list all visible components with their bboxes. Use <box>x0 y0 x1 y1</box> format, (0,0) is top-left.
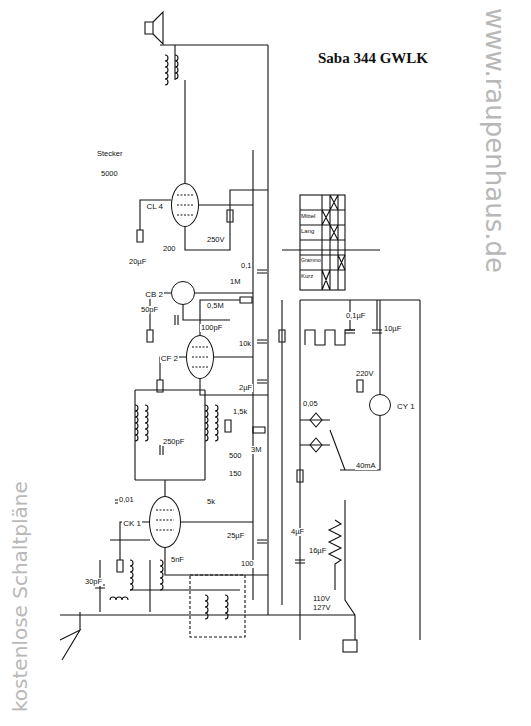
switch-table <box>300 195 345 290</box>
resistor-symbol <box>137 230 143 242</box>
resistor-symbol <box>279 330 285 342</box>
speaker-symbol <box>145 12 163 44</box>
component-value: 0,01 <box>118 496 135 504</box>
component-value: 150 <box>228 470 243 478</box>
component-value: 220V <box>355 370 375 378</box>
coil-symbol <box>165 55 168 85</box>
coil-symbol <box>225 595 228 619</box>
component-value: 200 <box>162 245 177 253</box>
coil-symbol <box>205 595 208 619</box>
component-value: 5000 <box>100 170 119 178</box>
capacitor-symbol <box>372 330 382 333</box>
component-value: 3M <box>250 446 262 454</box>
component-value: 1M <box>229 278 241 286</box>
tube-symbol: CK 1 <box>149 496 181 548</box>
resistor-symbol <box>227 210 233 222</box>
component-value: 25µF <box>226 532 245 540</box>
component-value: 30pF <box>84 578 103 586</box>
coil-symbol <box>110 597 128 600</box>
component-value: 110V <box>312 595 331 603</box>
component-value: 1,5k <box>232 408 248 416</box>
resistor-symbol <box>297 470 303 482</box>
coil-symbol <box>145 405 148 441</box>
component-value: 20µF <box>128 258 147 266</box>
coil-symbol <box>205 405 208 441</box>
tube-symbol: CB 2 <box>171 281 195 305</box>
component-value: 16µF <box>308 547 327 555</box>
resistor-symbol <box>253 427 265 433</box>
tube-label: CB 2 <box>144 290 164 299</box>
component-value: 5nF <box>170 556 185 564</box>
wiring <box>60 45 420 660</box>
coil-symbol <box>130 560 133 590</box>
coil-symbol <box>215 405 218 441</box>
diamond-lamp <box>310 413 322 452</box>
capacitor-symbol <box>295 560 305 563</box>
tube-symbol: CF 2 <box>186 335 214 379</box>
component-value: 250V <box>206 236 226 244</box>
mains-plug <box>343 640 357 652</box>
coil-symbol <box>175 55 178 79</box>
coil-symbol <box>135 405 138 441</box>
component-value: 100 <box>240 560 255 568</box>
switch-table-grid <box>300 195 345 290</box>
resistor-symbol <box>147 330 153 342</box>
component-value: Stecker <box>96 150 123 158</box>
tube-symbol: CL 4 <box>171 183 199 227</box>
heater-resistor <box>329 520 341 590</box>
capacitor-symbol <box>345 330 355 333</box>
capacitor-symbol <box>257 540 267 543</box>
capacitor-symbol <box>257 380 267 383</box>
component-value: 250pF <box>162 438 185 446</box>
resistor-symbol <box>240 297 252 303</box>
component-value: 500 <box>228 452 243 460</box>
component-value: 127V <box>312 604 332 612</box>
component-value: 0,5M <box>206 302 225 310</box>
coil-symbol <box>160 560 163 590</box>
table-cell: Grammo <box>301 258 321 263</box>
table-cell: Kurz <box>301 273 313 279</box>
tube-label: CY 1 <box>396 402 416 411</box>
table-cell: Mittel <box>301 213 315 219</box>
capacitor-symbol <box>257 270 267 273</box>
tube-label: CF 2 <box>160 354 179 363</box>
resistor-symbol <box>157 380 163 392</box>
tuning-block <box>190 575 245 637</box>
component-value: 0,05 <box>302 400 319 408</box>
tube-internals <box>156 195 208 530</box>
component-value: 0,1 <box>240 262 252 270</box>
watermark: kostenlose Schaltpläne <box>10 481 30 712</box>
component-value: 50pF <box>140 306 159 314</box>
square-wave <box>305 330 355 345</box>
component-value: 0,1µF <box>345 312 366 320</box>
capacitor-symbol <box>160 445 163 455</box>
watermark: www.raupenhaus.de <box>482 8 508 273</box>
capacitor-symbol <box>257 340 267 343</box>
title: Saba 344 GWLK <box>318 50 428 67</box>
component-value: 100pF <box>200 324 223 332</box>
table-cell: Lang <box>301 228 314 234</box>
component-value: 2µF <box>238 384 253 392</box>
component-value: 10µF <box>383 325 402 333</box>
component-value: 5k <box>206 498 216 506</box>
component-value: 40mA <box>355 462 377 470</box>
component-value: 4µF <box>290 528 305 536</box>
tube-label: CK 1 <box>122 519 142 528</box>
tube-symbol: CY 1 <box>369 394 391 416</box>
resistor-symbol <box>357 380 363 392</box>
tube-label: CL 4 <box>145 202 164 211</box>
resistor-symbol <box>117 560 123 572</box>
capacitor-symbol <box>175 315 178 325</box>
resistor-symbol <box>225 420 231 432</box>
component-value: 10k <box>238 340 252 348</box>
